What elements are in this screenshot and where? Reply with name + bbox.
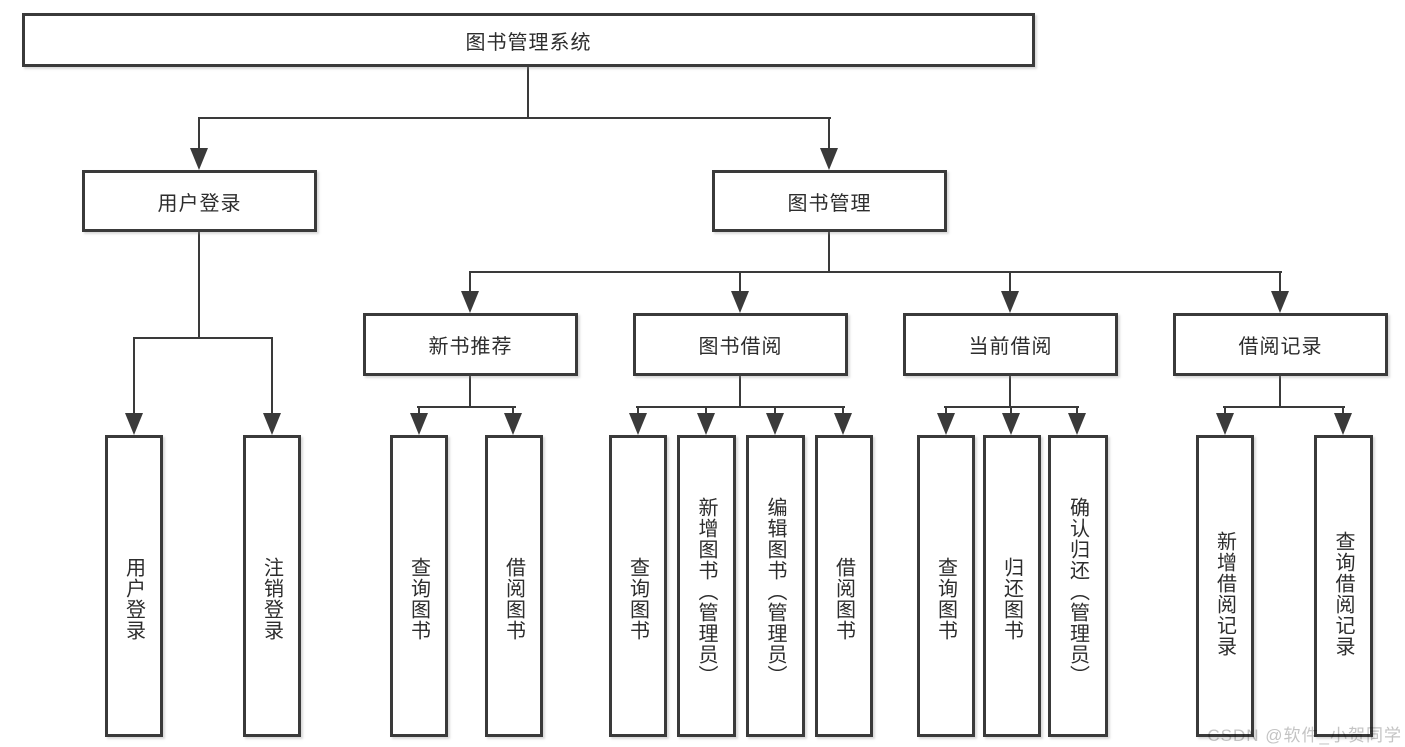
- leaf-nb-query-books: 查询图书: [390, 435, 448, 737]
- arrow-to-current-borrow: [1001, 291, 1019, 313]
- connector-new-books-drop: [469, 272, 471, 293]
- leaf-nb-borrow-books: 借阅图书: [485, 435, 543, 737]
- connector-borrow-records-stem: [1279, 376, 1281, 407]
- connector-bb-query-drop: [637, 407, 639, 415]
- connector-book-borrow-stem: [739, 376, 741, 407]
- leaf-cb-query-books: 查询图书: [917, 435, 975, 737]
- arrow-to-br-query: [1334, 413, 1352, 435]
- arrow-to-cb-query: [937, 413, 955, 435]
- leaf-nb-query-books-label: 查询图书: [407, 557, 430, 641]
- leaf-br-query-record-label: 查询借阅记录: [1332, 530, 1354, 657]
- leaf-cb-confirm-return-admin-label: 确认归还（管理员）: [1066, 496, 1089, 686]
- connector-book-borrow-hline: [636, 406, 845, 408]
- leaf-user-login: 用户登录: [105, 435, 163, 737]
- node-borrowing-records-label: 借阅记录: [1238, 336, 1323, 358]
- connector-user-login-drop: [198, 118, 200, 150]
- arrow-to-login-leaf: [125, 413, 143, 435]
- leaf-br-query-record: 查询借阅记录: [1314, 435, 1373, 737]
- connector-br-query-drop: [1342, 407, 1344, 415]
- leaf-cb-return-books: 归还图书: [983, 435, 1041, 737]
- connector-new-books-stem: [469, 376, 471, 407]
- leaf-logout-label: 注销登录: [260, 557, 283, 641]
- leaf-bb-query-books: 查询图书: [609, 435, 667, 737]
- connector-new-books-hline: [417, 406, 516, 408]
- connector-user-login-stem: [198, 232, 200, 338]
- connector-cb-confirm-drop: [1076, 407, 1078, 415]
- node-borrowing-records: 借阅记录: [1173, 313, 1388, 376]
- arrow-to-nb-query: [410, 413, 428, 435]
- connector-cb-return-drop: [1010, 407, 1012, 415]
- connector-current-borrow-drop: [1009, 272, 1011, 293]
- connector-nb-query-drop: [418, 407, 420, 415]
- connector-nb-borrow-drop: [512, 407, 514, 415]
- leaf-cb-confirm-return-admin: 确认归还（管理员）: [1048, 435, 1108, 737]
- leaf-br-add-record-label: 新增借阅记录: [1213, 530, 1236, 657]
- node-new-book-recommend-label: 新书推荐: [428, 336, 513, 358]
- arrow-to-book-borrow: [731, 291, 749, 313]
- connector-borrow-records-drop: [1279, 272, 1281, 293]
- node-book-management: 图书管理: [712, 170, 947, 232]
- connector-user-login-hline: [133, 337, 273, 339]
- connector-bb-borrow-drop: [842, 407, 844, 415]
- arrow-to-cb-confirm: [1068, 413, 1086, 435]
- leaf-br-add-record: 新增借阅记录: [1196, 435, 1254, 737]
- arrow-to-bb-query: [629, 413, 647, 435]
- node-current-borrowing-label: 当前借阅: [968, 336, 1053, 358]
- node-user-login: 用户登录: [82, 170, 317, 232]
- leaf-user-login-label: 用户登录: [122, 557, 145, 641]
- connector-level2-hline: [198, 117, 831, 119]
- connector-logout-leaf-drop: [271, 338, 273, 416]
- arrow-to-bb-borrow: [834, 413, 852, 435]
- node-book-borrowing: 图书借阅: [633, 313, 848, 376]
- leaf-bb-borrow-books-label: 借阅图书: [832, 557, 855, 641]
- connector-book-borrow-drop: [739, 272, 741, 293]
- arrow-to-new-books: [461, 291, 479, 313]
- node-current-borrowing: 当前借阅: [903, 313, 1118, 376]
- arrow-to-nb-borrow: [504, 413, 522, 435]
- leaf-bb-borrow-books: 借阅图书: [815, 435, 873, 737]
- arrow-to-borrow-records: [1271, 291, 1289, 313]
- arrow-to-book-mgmt: [820, 148, 838, 170]
- arrow-to-bb-add: [697, 413, 715, 435]
- node-book-borrowing-label: 图书借阅: [698, 336, 783, 358]
- leaf-bb-add-books-admin-label: 新增图书（管理员）: [695, 496, 717, 686]
- connector-cb-query-drop: [945, 407, 947, 415]
- connector-login-leaf-drop: [133, 338, 135, 416]
- connector-br-add-drop: [1224, 407, 1226, 415]
- leaf-cb-return-books-label: 归还图书: [1000, 557, 1023, 641]
- leaf-bb-edit-books-admin: 编辑图书（管理员）: [746, 435, 805, 737]
- node-new-book-recommend: 新书推荐: [363, 313, 578, 376]
- arrow-to-cb-return: [1002, 413, 1020, 435]
- connector-root-stem: [527, 67, 529, 118]
- connector-bb-edit-drop: [774, 407, 776, 415]
- arrow-to-br-add: [1216, 413, 1234, 435]
- arrow-to-user-login: [190, 148, 208, 170]
- connector-level3-hline: [469, 271, 1282, 273]
- node-book-management-system: 图书管理系统: [22, 13, 1035, 67]
- node-book-management-label: 图书管理: [787, 192, 872, 215]
- leaf-cb-query-books-label: 查询图书: [934, 557, 957, 641]
- leaf-bb-edit-books-admin-label: 编辑图书（管理员）: [764, 496, 786, 686]
- leaf-bb-add-books-admin: 新增图书（管理员）: [677, 435, 736, 737]
- arrow-to-bb-edit: [766, 413, 784, 435]
- arrow-to-logout-leaf: [263, 413, 281, 435]
- connector-book-mgmt-stem: [828, 232, 830, 273]
- watermark: CSDN @软件_小贺同学: [1207, 726, 1402, 745]
- connector-bb-add-drop: [705, 407, 707, 415]
- leaf-nb-borrow-books-label: 借阅图书: [502, 557, 525, 641]
- node-book-management-system-label: 图书管理系统: [465, 31, 592, 54]
- connector-current-borrow-stem: [1009, 376, 1011, 407]
- connector-book-mgmt-drop: [828, 118, 830, 150]
- leaf-logout: 注销登录: [243, 435, 301, 737]
- node-user-login-label: 用户登录: [157, 192, 242, 215]
- connector-borrow-records-hline: [1223, 406, 1345, 408]
- leaf-bb-query-books-label: 查询图书: [626, 557, 649, 641]
